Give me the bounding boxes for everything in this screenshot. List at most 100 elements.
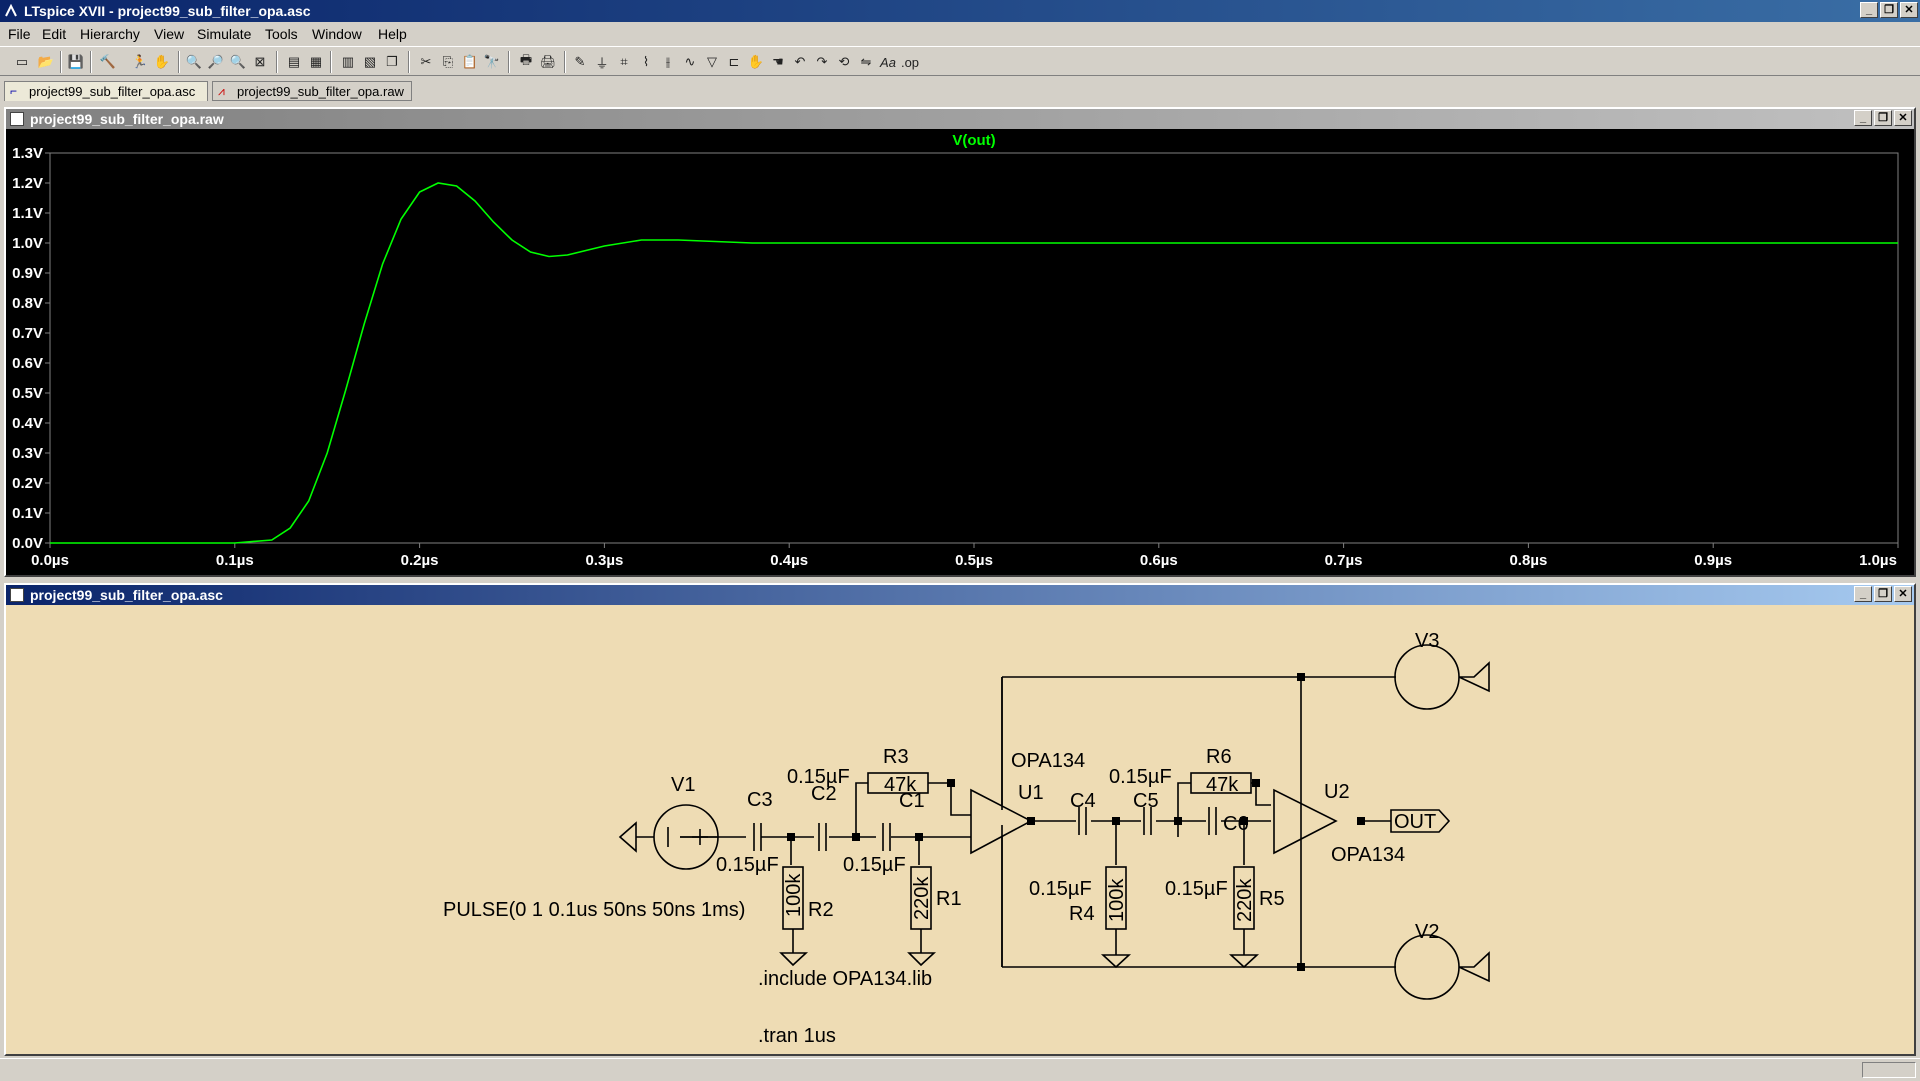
- cut-icon[interactable]: ✂: [420, 54, 432, 69]
- menu-view[interactable]: View: [154, 26, 185, 42]
- schematic-close-button[interactable]: ✕: [1894, 586, 1912, 602]
- menu-help[interactable]: Help: [378, 26, 407, 42]
- resistor-r1[interactable]: [907, 866, 937, 967]
- trace-label[interactable]: V(out): [952, 132, 995, 149]
- open-icon[interactable]: 📂: [37, 54, 55, 69]
- resistor-r2[interactable]: [779, 866, 809, 967]
- vout-trace[interactable]: [50, 182, 1898, 544]
- y-tick-label: 1.2V: [12, 175, 43, 192]
- include-directive[interactable]: .include OPA134.lib: [758, 968, 932, 990]
- source-v3[interactable]: [1394, 644, 1490, 710]
- print-icon[interactable]: 🖨: [539, 54, 557, 69]
- inductor-icon[interactable]: ∿: [684, 54, 696, 69]
- resistor-r6[interactable]: [1190, 772, 1252, 794]
- v1-pulse-value: PULSE(0 1 0.1us 50ns 50ns 1ms): [443, 899, 745, 921]
- net-label-out[interactable]: [1390, 809, 1451, 833]
- capacitor-c2[interactable]: [818, 823, 827, 851]
- waveform-plot[interactable]: V(out) 0.0V0.1V0.2V0.3V0.4V0.5V0.6V0.7V0…: [6, 129, 1914, 575]
- menu-simulate[interactable]: Simulate: [197, 26, 252, 42]
- restore-button[interactable]: ❐: [1880, 2, 1898, 18]
- r6-value: 47k: [1206, 774, 1239, 796]
- tile-vertical-icon[interactable]: ▧: [363, 54, 377, 69]
- tile-horizontal-icon[interactable]: ▥: [341, 54, 355, 69]
- halt-icon[interactable]: ✋: [153, 54, 171, 69]
- schematic-window-titlebar[interactable]: project99_sub_filter_opa.asc _ ❐ ✕: [6, 585, 1914, 605]
- capacitor-c1[interactable]: [882, 823, 891, 851]
- c4-value: 0.15µF: [1029, 878, 1092, 900]
- menu-window[interactable]: Window: [312, 26, 362, 42]
- paste-icon[interactable]: 📋: [461, 54, 479, 69]
- close-button[interactable]: ✕: [1900, 2, 1918, 18]
- schematic-canvas[interactable]: V1 PULSE(0 1 0.1us 50ns 50ns 1ms) C3 0.1…: [6, 605, 1914, 1054]
- c5-value: 0.15µF: [1109, 766, 1172, 788]
- rotate-icon[interactable]: ⟲: [838, 54, 850, 69]
- new-schematic-icon[interactable]: ▭: [15, 54, 29, 69]
- menu-tools[interactable]: Tools: [265, 26, 298, 42]
- zoom-out-icon[interactable]: 🔍: [229, 54, 247, 69]
- waveform-restore-button[interactable]: ❐: [1874, 110, 1892, 126]
- save-icon[interactable]: 💾: [67, 54, 85, 69]
- resistor-r4[interactable]: [1100, 866, 1132, 969]
- find-icon[interactable]: 🔭: [483, 54, 501, 69]
- capacitor-c6[interactable]: [1208, 807, 1217, 835]
- resistor-r5[interactable]: [1228, 866, 1260, 969]
- spice-directive-icon[interactable]: .op: [900, 54, 920, 70]
- autorange-icon[interactable]: ▤: [287, 54, 301, 69]
- y-tick-label: 0.5V: [12, 385, 43, 402]
- waveform-window-titlebar[interactable]: project99_sub_filter_opa.raw _ ❐ ✕: [6, 109, 1914, 129]
- schematic-minimize-button[interactable]: _: [1854, 586, 1872, 602]
- waveform-close-button[interactable]: ✕: [1894, 110, 1912, 126]
- resistor-icon[interactable]: ⌇: [642, 54, 650, 69]
- move-icon[interactable]: ✋: [747, 54, 765, 69]
- r3-value: 47k: [884, 774, 917, 796]
- text-icon[interactable]: Aa: [880, 54, 896, 70]
- tab-schematic[interactable]: ⌐ project99_sub_filter_opa.asc: [4, 81, 208, 101]
- redo-icon[interactable]: ↷: [816, 54, 828, 69]
- menu-hierarchy[interactable]: Hierarchy: [80, 26, 140, 42]
- r2-label: R2: [808, 899, 834, 921]
- c2-label: C2: [811, 783, 837, 805]
- resistor-r3[interactable]: [867, 772, 929, 794]
- cascade-icon[interactable]: ❐: [386, 54, 398, 69]
- r5-value: 220k: [1234, 878, 1256, 922]
- diode-icon[interactable]: ▽: [707, 54, 717, 69]
- grid-icon[interactable]: ▦: [309, 54, 323, 69]
- capacitor-c3[interactable]: [753, 823, 762, 851]
- wire-icon[interactable]: ✎: [574, 54, 586, 69]
- waveform-minimize-button[interactable]: _: [1854, 110, 1872, 126]
- component-icon[interactable]: ⊏: [728, 54, 740, 69]
- r4-value: 100k: [1106, 878, 1128, 922]
- menu-edit[interactable]: Edit: [42, 26, 67, 42]
- label-net-icon[interactable]: ⌗: [620, 54, 628, 69]
- waveform-window[interactable]: project99_sub_filter_opa.raw _ ❐ ✕ V(out…: [4, 107, 1916, 577]
- source-v1[interactable]: [618, 804, 719, 870]
- copy-icon[interactable]: ⎘: [442, 54, 454, 69]
- drag-icon[interactable]: ☚: [772, 54, 784, 69]
- zoom-in-icon[interactable]: 🔍: [185, 54, 203, 69]
- tab-waveform[interactable]: ⩘ project99_sub_filter_opa.raw: [212, 81, 412, 101]
- opamp-u1[interactable]: [970, 677, 1033, 967]
- menu-file[interactable]: File: [8, 26, 31, 42]
- capacitor-icon[interactable]: ⫲: [665, 54, 671, 69]
- ground-icon[interactable]: ⏚: [595, 55, 609, 71]
- capacitor-c4[interactable]: [1078, 807, 1087, 835]
- undo-icon[interactable]: ↶: [794, 54, 806, 69]
- print-setup-icon[interactable]: 🖶: [519, 52, 533, 67]
- opamp-u2[interactable]: [1273, 788, 1338, 855]
- mirror-icon[interactable]: ⇋: [860, 54, 872, 69]
- tran-directive[interactable]: .tran 1us: [758, 1025, 836, 1047]
- y-tick-label: 0.2V: [12, 475, 43, 492]
- x-tick-label: 0.5µs: [955, 552, 993, 569]
- zoom-fit-icon[interactable]: ⊠: [254, 54, 266, 69]
- control-panel-icon[interactable]: 🔨: [99, 54, 117, 69]
- capacitor-c5[interactable]: [1143, 807, 1152, 835]
- minimize-button[interactable]: _: [1860, 2, 1878, 18]
- run-icon[interactable]: 🏃: [131, 54, 149, 69]
- x-tick-label: 0.0µs: [31, 552, 69, 569]
- schematic-restore-button[interactable]: ❐: [1874, 586, 1892, 602]
- x-tick-label: 1.0µs: [1859, 552, 1897, 569]
- zoom-pan-icon[interactable]: 🔎: [207, 54, 225, 69]
- source-v2[interactable]: [1394, 934, 1490, 1000]
- schematic-window[interactable]: project99_sub_filter_opa.asc _ ❐ ✕: [4, 583, 1916, 1056]
- waveform-window-title: project99_sub_filter_opa.raw: [30, 111, 224, 127]
